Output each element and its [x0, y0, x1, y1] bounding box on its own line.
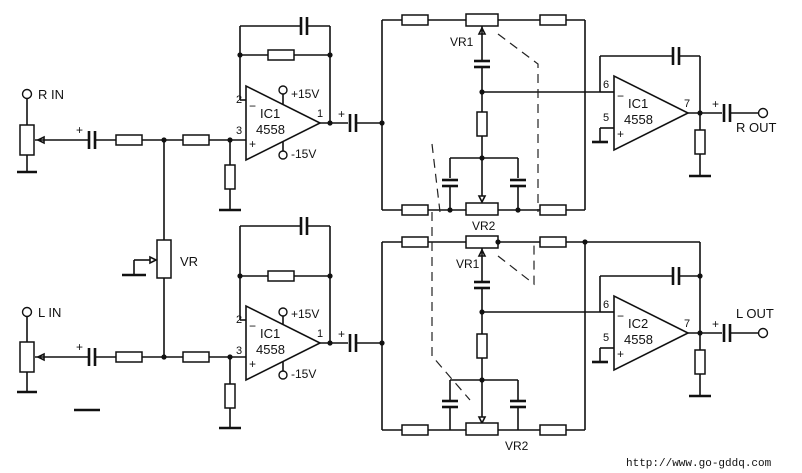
svg-text:-15V: -15V: [291, 147, 316, 161]
svg-text:−: −: [249, 319, 256, 333]
svg-text:−: −: [249, 99, 256, 113]
r-mix-resistor: [182, 134, 210, 146]
svg-text:−: −: [617, 89, 624, 103]
svg-text:+: +: [76, 340, 83, 354]
svg-text:6: 6: [603, 299, 609, 311]
r-opamp-ic1: [245, 84, 322, 162]
svg-text:+15V: +15V: [291, 307, 319, 321]
l-output-load-resistor: [694, 349, 706, 375]
l-in-label: L IN: [38, 305, 61, 320]
l-input-pot: [19, 341, 35, 373]
svg-text:+: +: [617, 347, 624, 361]
svg-text:VR2: VR2: [505, 439, 529, 453]
l-out-terminal: [757, 327, 769, 339]
svg-text:-15V: -15V: [291, 367, 316, 381]
l-mix-resistor: [182, 351, 210, 363]
l-vr1-pot: [465, 235, 499, 249]
r-treble-resistor-in: [401, 14, 429, 26]
r-in-label: R IN: [38, 87, 64, 102]
l-bass-resistor-out: [539, 424, 567, 436]
svg-text:4558: 4558: [624, 332, 653, 347]
svg-text:1: 1: [317, 108, 323, 120]
svg-text:2: 2: [236, 314, 242, 326]
svg-text:VR2: VR2: [472, 219, 496, 233]
svg-text:3: 3: [236, 345, 242, 357]
r-bass-resistor-out: [539, 204, 567, 216]
r-input-pot: [19, 124, 35, 156]
l-feedback-resistor: [267, 270, 295, 282]
svg-text:VR1: VR1: [456, 257, 480, 271]
r-out-terminal: [757, 107, 769, 119]
svg-text:IC2: IC2: [628, 316, 648, 331]
r-opamp-output: [613, 74, 690, 152]
svg-text:VR: VR: [180, 254, 198, 269]
svg-text:+: +: [712, 317, 719, 331]
svg-text:1: 1: [317, 328, 323, 340]
svg-text:+: +: [338, 107, 345, 121]
svg-text:4558: 4558: [624, 112, 653, 127]
r-input-resistor: [115, 134, 143, 146]
balance-control: VR: [122, 140, 198, 360]
l-bass-resistor-in: [401, 424, 429, 436]
l-opamp-ic2: [613, 294, 690, 372]
r-output-load-resistor: [694, 129, 706, 155]
svg-text:5: 5: [603, 332, 609, 344]
r-mid-resistor: [476, 111, 488, 137]
right-channel: R IN + 2 3 − + IC1 4558 1 +15V: [17, 13, 777, 233]
svg-text:+: +: [712, 97, 719, 111]
svg-text:2: 2: [236, 94, 242, 106]
svg-text:VR1: VR1: [450, 35, 474, 49]
r-treble-resistor-out: [539, 14, 567, 26]
left-channel: L IN + 2 3 − + IC1 4558 1 +15V -15V: [17, 212, 774, 453]
l-mid-resistor: [476, 333, 488, 359]
svg-text:3: 3: [236, 125, 242, 137]
svg-text:+: +: [617, 127, 624, 141]
svg-text:4558: 4558: [256, 122, 285, 137]
l-vr2-pot: [465, 422, 499, 436]
r-feedback-resistor: [267, 49, 295, 61]
r-in-terminal: [21, 88, 33, 100]
l-treble-resistor-out: [539, 236, 567, 248]
watermark: http://www.go-gddq.com: [626, 458, 772, 470]
l-bias-resistor: [224, 383, 236, 409]
svg-text:−: −: [617, 309, 624, 323]
svg-text:IC1: IC1: [260, 326, 280, 341]
r-bias-resistor: [224, 164, 236, 190]
r-vr2-pot: [465, 202, 499, 216]
svg-text:5: 5: [603, 112, 609, 124]
l-opamp-ic1: [245, 304, 322, 382]
l-input-resistor: [115, 351, 143, 363]
svg-text:IC1: IC1: [260, 106, 280, 121]
svg-text:IC1: IC1: [628, 96, 648, 111]
r-neg-supply-terminal: [278, 150, 288, 160]
r-vr1-pot: [465, 13, 499, 27]
svg-text:7: 7: [684, 318, 690, 330]
l-treble-resistor-in: [401, 236, 429, 248]
r-pos-supply-terminal: [278, 85, 288, 95]
svg-text:+: +: [338, 327, 345, 341]
svg-text:4558: 4558: [256, 342, 285, 357]
l-in-terminal: [21, 306, 33, 318]
svg-text:7: 7: [684, 98, 690, 110]
svg-text:+15V: +15V: [291, 87, 319, 101]
l-out-label: L OUT: [736, 306, 774, 321]
svg-text:+: +: [76, 123, 83, 137]
svg-text:+: +: [249, 357, 256, 371]
r-out-label: R OUT: [736, 120, 777, 135]
r-bass-resistor-in: [401, 204, 429, 216]
svg-text:+: +: [249, 137, 256, 151]
balance-pot-vr: [156, 239, 172, 279]
svg-text:6: 6: [603, 79, 609, 91]
